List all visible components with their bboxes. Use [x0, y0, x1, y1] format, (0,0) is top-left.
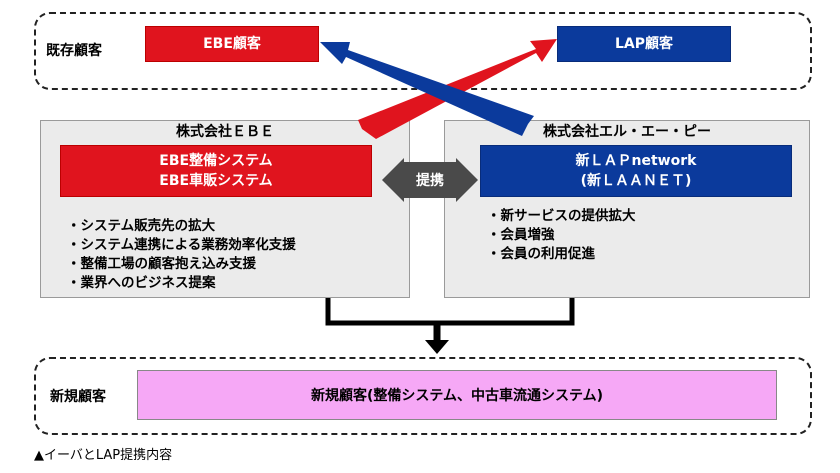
new-customers-label: 新規顧客	[50, 389, 106, 405]
ebe-system-line-2: EBE車販システム	[159, 173, 273, 189]
figure-caption: ▲イーバとLAP提携内容	[34, 448, 173, 463]
new-customers-group	[34, 357, 812, 435]
partnership-tag: 提携	[404, 162, 456, 198]
lap-network-line-1: 新ＬＡＰnetwork	[575, 153, 697, 169]
new-customers-box: 新規顧客(整備システム、中古車流通システム)	[137, 370, 777, 420]
partnership-double-arrow	[382, 158, 478, 202]
list-item: 新サービスの提供拡大	[487, 207, 636, 226]
lap-company-title: 株式会社エル・エー・ピー	[543, 124, 711, 140]
lap-network-box: 新ＬＡＰnetwork (新ＬＡＡＮＥＴ)	[480, 145, 792, 197]
existing-customers-label: 既存顧客	[46, 43, 102, 59]
list-item: 会員の利用促進	[487, 245, 636, 264]
list-item: システム連携による業務効率化支援	[67, 236, 296, 255]
list-item: システム販売先の拡大	[67, 217, 296, 236]
list-item: 会員増強	[487, 226, 636, 245]
ebe-company-title: 株式会社ＥＢＥ	[176, 124, 274, 140]
ebe-customers-box: EBE顧客	[145, 26, 319, 62]
ebe-benefits-list: システム販売先の拡大 システム連携による業務効率化支援 整備工場の顧客抱え込み支…	[67, 217, 296, 293]
lap-customers-box: LAP顧客	[557, 26, 731, 62]
lap-network-line-2: (新ＬＡＡＮＥＴ)	[580, 173, 692, 189]
lap-benefits-list: 新サービスの提供拡大 会員増強 会員の利用促進	[487, 207, 636, 264]
list-item: 業界へのビジネス提案	[67, 274, 296, 293]
ebe-systems-box: EBE整備システム EBE車販システム	[60, 145, 372, 197]
merge-connector	[325, 298, 575, 354]
blue-cross-arrow	[320, 42, 534, 136]
ebe-system-line-1: EBE整備システム	[159, 153, 273, 169]
list-item: 整備工場の顧客抱え込み支援	[67, 255, 296, 274]
